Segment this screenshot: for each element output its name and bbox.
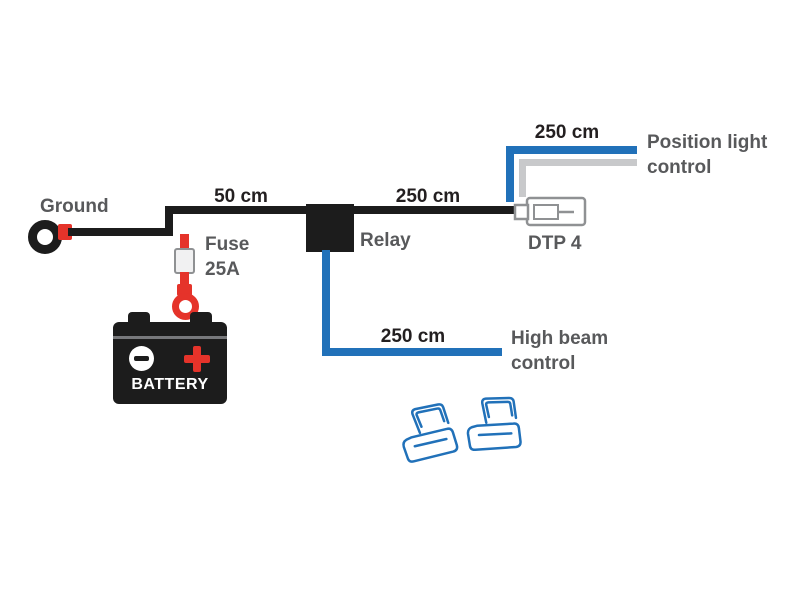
fuse-ring-terminal-icon: [172, 293, 199, 320]
ground-ring-terminal-icon: [28, 220, 62, 254]
fuse-label-line2: 25A: [205, 259, 240, 280]
wire-length-50cm-label: 50 cm: [214, 186, 268, 207]
main-wire-to-relay: [165, 206, 306, 214]
dtp4-connector-icon: [512, 195, 590, 229]
high-beam-label-line2: control: [511, 353, 576, 374]
relay-box: [306, 204, 354, 252]
wire-length-250cm-position-label: 250 cm: [534, 122, 600, 143]
position-light-wire: [506, 146, 637, 154]
high-beam-label-line1: High beam: [511, 328, 609, 349]
main-wire-riser: [165, 206, 173, 236]
battery-seam: [113, 336, 227, 339]
quick-splice-connector-icon: [459, 390, 537, 461]
relay-to-dtp-wire: [354, 206, 516, 214]
position-light-label-line2: control: [647, 157, 712, 178]
fuse-holder-icon: [174, 248, 195, 274]
fuse-wire-top: [180, 234, 189, 250]
position-light-wire-riser: [506, 146, 514, 202]
dtp4-label: DTP 4: [528, 233, 582, 254]
quick-splice-connector-icon: [394, 400, 470, 469]
battery-minus-bar: [134, 356, 149, 361]
ground-label: Ground: [40, 196, 109, 217]
wire-length-250cm-dtp-label: 250 cm: [395, 186, 461, 207]
position-light-gray-wire-riser: [519, 159, 526, 197]
relay-label: Relay: [360, 230, 411, 251]
ground-wire: [68, 228, 172, 236]
high-beam-wire: [322, 348, 502, 356]
position-light-label-line1: Position light: [647, 132, 768, 153]
battery-label: BATTERY: [131, 376, 209, 393]
high-beam-label: High beam control: [511, 326, 608, 376]
battery-plus-icon-vertical: [193, 346, 201, 372]
fuse-wire-bottom: [180, 272, 189, 286]
fuse-label-line1: Fuse: [205, 234, 250, 255]
high-beam-wire-riser: [322, 250, 330, 356]
position-light-label: Position light control: [647, 130, 767, 180]
wire-length-250cm-highbeam-label: 250 cm: [380, 326, 446, 347]
position-light-gray-wire: [519, 159, 637, 166]
